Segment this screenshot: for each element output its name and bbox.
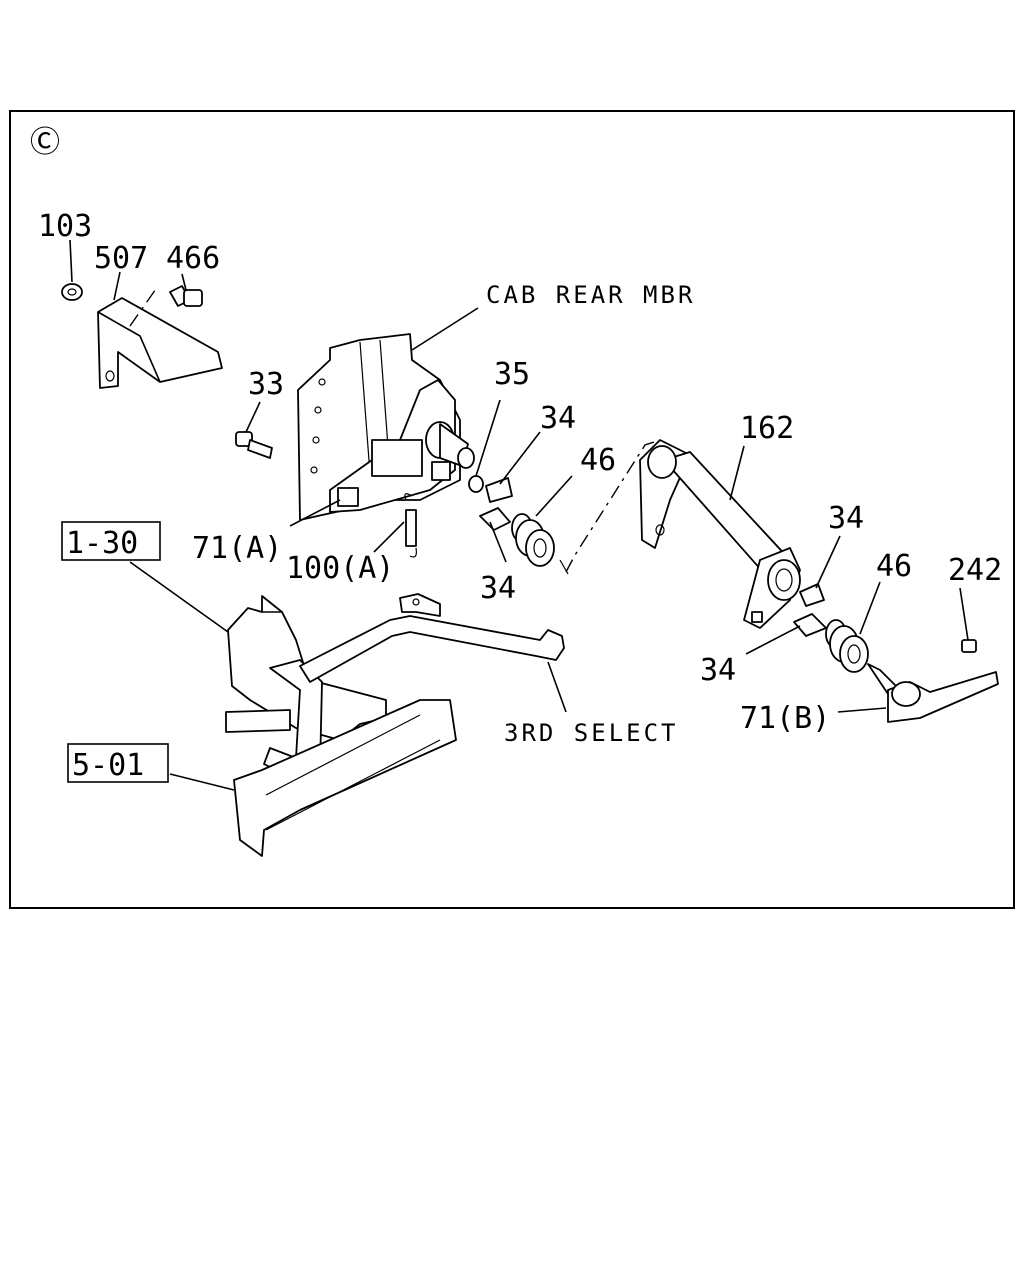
ref-1-30-label: 1-30: [66, 526, 138, 561]
callout-34-low: 34: [700, 653, 736, 688]
frame-rail: [233, 699, 457, 857]
note-3rd-select: 3RD SELECT: [504, 719, 679, 747]
callout-34-mid: 34: [480, 571, 516, 606]
part-46-boot-left: [511, 513, 555, 567]
callout-35: 35: [494, 357, 530, 392]
callout-162: 162: [740, 411, 794, 446]
diagram-frame: [9, 110, 1015, 909]
part-103-nut: [61, 283, 83, 301]
ref-5-01-label: 5-01: [72, 748, 144, 783]
ref-box-1-30: 1-30: [61, 521, 161, 561]
section-mark: Ⓒ: [30, 125, 60, 160]
part-34-bushing-upper: [485, 477, 513, 503]
callout-103: 103: [38, 209, 92, 244]
note-cab-rear-mbr: CAB REAR MBR: [486, 281, 695, 309]
part-507-bracket: [97, 285, 223, 389]
part-34-bushing-lower: [479, 507, 511, 531]
callout-46-left: 46: [580, 443, 616, 478]
ref-box-5-01: 5-01: [67, 743, 169, 783]
assembly-line-end: [559, 559, 569, 575]
callout-100a: 100(A): [286, 551, 394, 586]
part-34-bushing-right-upper: [799, 583, 825, 607]
part-46-boot-right: [825, 619, 869, 673]
part-100a-pin: [404, 493, 417, 558]
part-71a-bracket: [329, 379, 475, 513]
callout-34-right: 34: [828, 501, 864, 536]
part-71b-bracket: [867, 663, 999, 723]
callout-34-top: 34: [540, 401, 576, 436]
third-select-rod: [299, 593, 565, 683]
part-466-bolt: [169, 285, 203, 307]
callout-242: 242: [948, 553, 1002, 588]
part-242-nut: [961, 639, 977, 653]
callout-507: 507: [94, 241, 148, 276]
part-35-clip: [468, 475, 484, 493]
assembly-line-162: [565, 439, 661, 573]
callout-46-right: 46: [876, 549, 912, 584]
part-162-shaft: [639, 439, 801, 629]
callout-71a: 71(A): [192, 531, 282, 566]
part-34-bushing-right-lower: [793, 613, 827, 637]
callout-466: 466: [166, 241, 220, 276]
part-33-bolt: [235, 431, 273, 459]
callout-33: 33: [248, 367, 284, 402]
callout-71b: 71(B): [740, 701, 830, 736]
leader-lines: [69, 239, 969, 791]
